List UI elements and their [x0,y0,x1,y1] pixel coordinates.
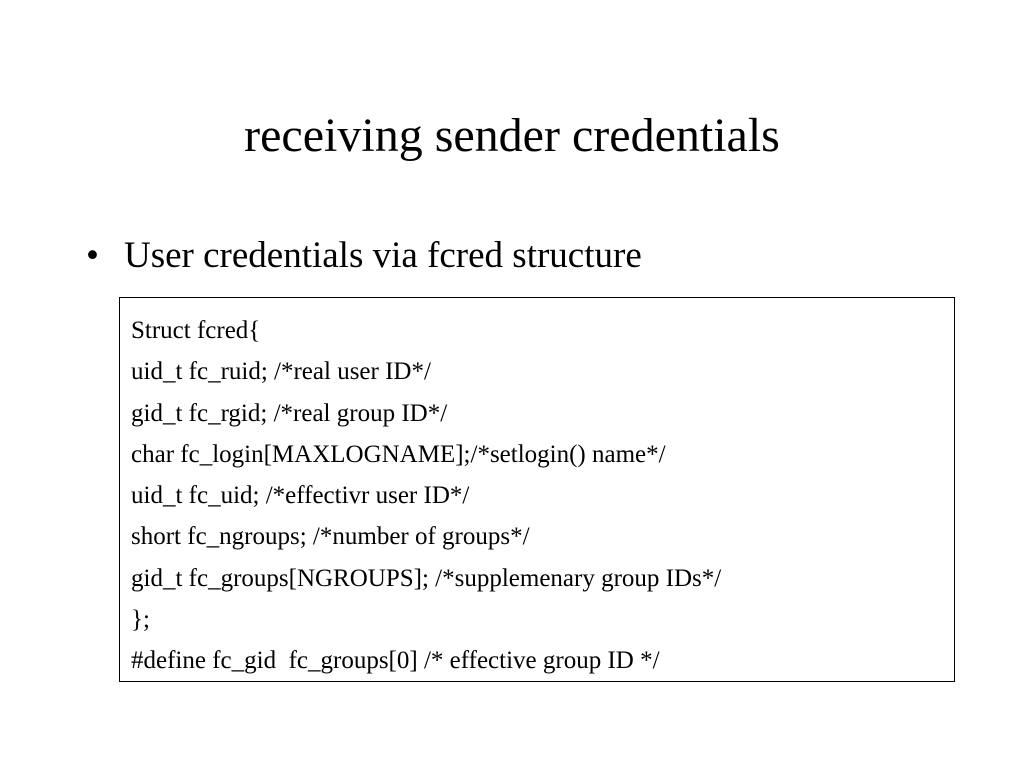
code-line: char fc_login[MAXLOGNAME];/*setlogin() n… [131,440,666,468]
code-line: short fc_ngroups; /*number of groups*/ [131,523,530,551]
code-line: uid_t fc_ruid; /*real user ID*/ [131,358,431,386]
code-line: gid_t fc_rgid; /*real group ID*/ [131,399,448,427]
bullet-marker: • [86,235,99,276]
bullet-item: • User credentials via fcred structure [86,230,642,282]
code-line: }; [131,606,150,634]
slide-title: receiving sender credentials [244,109,780,162]
code-line: uid_t fc_uid; /*effectivr user ID*/ [131,482,470,510]
code-box: Struct fcred{ uid_t fc_ruid; /*real user… [119,297,955,682]
code-line: gid_t fc_groups[NGROUPS]; /*supplemenary… [131,564,722,592]
code-line: #define fc_gid fc_groups[0] /* effective… [131,647,660,675]
code-line: Struct fcred{ [131,317,261,344]
bullet-text: User credentials via fcred structure [124,235,642,276]
